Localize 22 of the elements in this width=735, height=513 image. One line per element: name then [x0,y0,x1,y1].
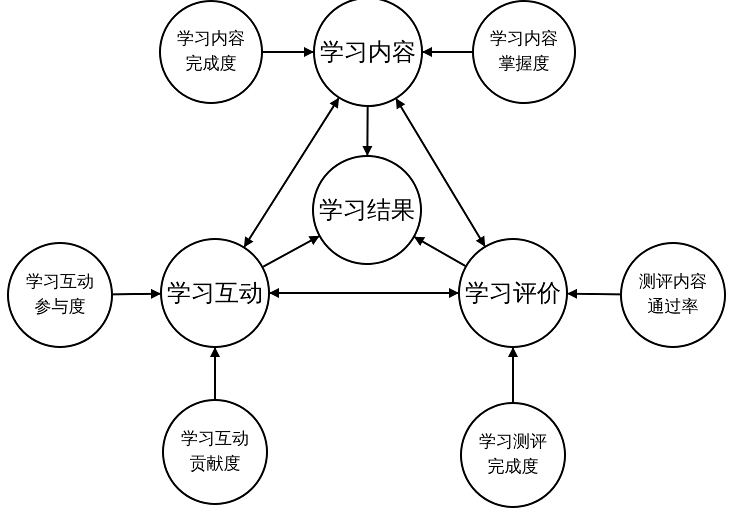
arrow [262,235,320,268]
arrow [567,288,620,299]
node-label: 学习结果 [319,195,415,226]
node-label: 学习互动 [167,278,263,309]
node-label: 学习内容 [320,37,416,68]
node-label: 学习测评完成度 [478,430,548,479]
arrow [269,288,459,298]
arrow [396,98,486,247]
node-label: 学习互动参与度 [24,270,95,319]
node-label: 学习内容完成度 [176,28,246,76]
node-label: 学习互动贡献度 [180,428,250,476]
arrow [263,47,314,57]
arrow [362,107,372,156]
arrow [508,347,518,402]
arrow [244,98,340,248]
arrow [112,288,161,299]
node-label: 学习评价 [465,278,561,309]
arrow [422,47,472,57]
node-label: 测评内容通过率 [638,270,708,319]
arrow [210,347,220,399]
arrow [414,236,466,267]
node-label: 学习内容掌握度 [488,28,559,76]
